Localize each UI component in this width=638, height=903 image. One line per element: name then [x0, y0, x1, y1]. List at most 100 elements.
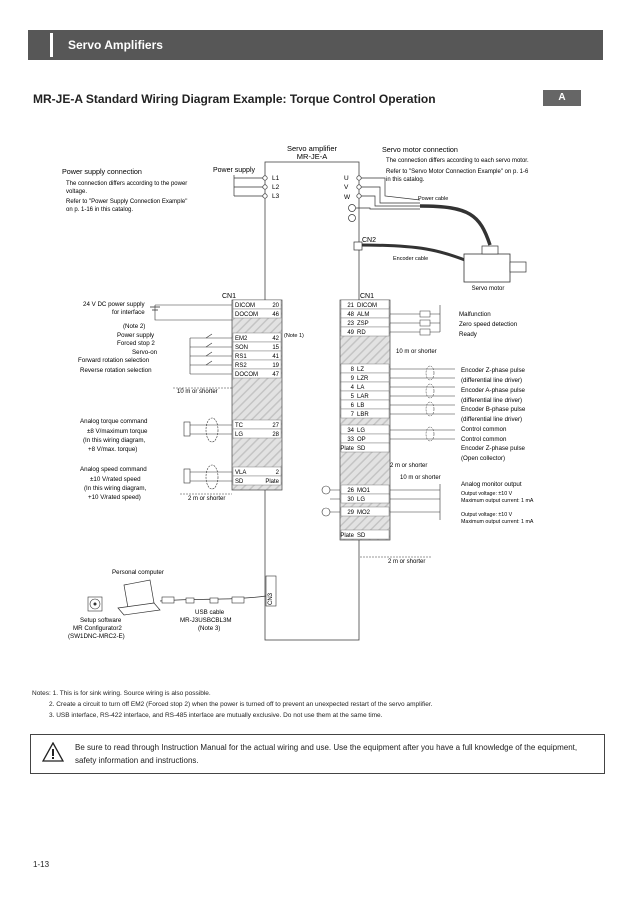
cn1-left-pin: RS2 19 [232, 359, 282, 370]
motor-conn-desc2: Refer to "Servo Motor Connection Example… [386, 169, 529, 175]
pin-number: 21 [347, 303, 354, 309]
two-m-right-2: 2 m or shorter [388, 559, 425, 565]
motor-conn-title: Servo motor connection [382, 145, 458, 154]
pin-number: 8 [351, 367, 355, 373]
enc-b-1: Encoder B-phase pulse [461, 406, 526, 413]
pin-signal: SD [357, 446, 366, 452]
pin-signal: LG [357, 428, 365, 434]
pin-number: 49 [347, 330, 354, 336]
pin-signal: DOCOM [235, 312, 258, 318]
pin-signal: DOCOM [235, 372, 258, 378]
pin-number: 30 [347, 497, 354, 503]
note1-label: (Note 1) [284, 333, 304, 339]
note2-label: (Note 2) [123, 323, 145, 330]
disc-icon [87, 596, 103, 612]
pin-signal: MO1 [357, 488, 371, 494]
enc-b-2: (differential line driver) [461, 416, 522, 423]
pin-signal: RS2 [235, 363, 247, 369]
pin-number: 7 [351, 412, 355, 418]
speed-cmd-2: ±10 V/rated speed [90, 476, 141, 483]
torque-cmd-4: +8 V/max. torque) [88, 446, 137, 453]
torque-cmd-2: ±8 V/maximum torque [87, 428, 148, 435]
fwd-sel-label: Forward rotation selection [78, 357, 150, 364]
pin-number: Plate [340, 446, 354, 452]
note-2: 2. Create a circuit to turn off EM2 (For… [49, 701, 433, 708]
laptop-icon [117, 579, 161, 616]
pin-number: 33 [347, 437, 354, 443]
encoder-cable [358, 243, 471, 264]
pin-number: 6 [351, 403, 355, 409]
terminal-U: U [344, 175, 349, 182]
pin-number: 15 [272, 345, 279, 351]
cn1-left-box [231, 299, 283, 491]
ctrl-common-1: Control common [461, 426, 507, 433]
pin-number: 20 [272, 303, 279, 309]
page-number: 1-13 [33, 860, 50, 869]
amp-title: Servo amplifier [287, 144, 338, 153]
pin-signal: LAR [357, 394, 369, 400]
malfunction-label: Malfunction [459, 311, 491, 318]
psu-conn-title: Power supply connection [62, 167, 142, 176]
pin-number: 46 [272, 312, 279, 318]
ten-m-right: 10 m or shorter [396, 349, 437, 355]
cn1-left-pin: DOCOM 47 [232, 368, 282, 379]
section-title: Servo Amplifiers [68, 38, 163, 52]
pin-signal: ZSP [357, 321, 369, 327]
pin-signal: ALM [357, 312, 369, 318]
setup-2: MR Configurator2 [73, 625, 122, 632]
psu-desc-4: on p. 1-16 in this catalog. [66, 207, 133, 213]
servo-on-label: Servo-on [132, 349, 158, 356]
pin-number: 29 [347, 510, 354, 516]
power-supply-label: Power supply [213, 167, 256, 174]
motor-conn-desc1: The connection differs according to each… [386, 158, 529, 164]
pin-signal: LBR [357, 412, 369, 418]
caution-box: Be sure to read through Instruction Manu… [30, 734, 605, 774]
cn1-left-label: CN1 [222, 293, 236, 300]
pin-number: 19 [272, 363, 279, 369]
cn3-connector [265, 575, 277, 607]
enc-z-oc-2: (Open collector) [461, 455, 505, 462]
psu-desc-1: The connection differs according to the … [66, 181, 187, 187]
rev-sel-label: Reverse rotation selection [80, 367, 152, 374]
pin-number: 9 [351, 376, 355, 382]
speed-cmd-1: Analog speed command [80, 466, 147, 473]
torque-cmd-3: (In this wiring diagram, [83, 437, 146, 444]
page-title: MR-JE-A Standard Wiring Diagram Example:… [33, 92, 436, 106]
enc-z-2: (differential line driver) [461, 377, 522, 384]
pin-signal: SD [357, 533, 366, 539]
terminal-W: W [344, 194, 351, 201]
enc-z-oc-1: Encoder Z-phase pulse [461, 445, 526, 452]
pin-signal: LZR [357, 376, 369, 382]
pin-signal: DICOM [357, 303, 377, 309]
terminal-V: V [344, 184, 349, 191]
two-m-right-1: 2 m or shorter [390, 463, 427, 469]
enc-a-1: Encoder A-phase pulse [461, 387, 526, 394]
pin-signal: LB [357, 403, 364, 409]
note2-ps-label: Power supply [117, 332, 155, 339]
amp-model: MR-JE-A [297, 152, 327, 161]
cn1-right-label: CN1 [360, 293, 374, 300]
cn3-label: CN3 [268, 592, 274, 605]
pin-number: 47 [272, 372, 279, 378]
usb-1: USB cable [195, 609, 225, 616]
pin-number: 4 [351, 385, 355, 391]
pin-number: 23 [347, 321, 354, 327]
setup-3: (SW1DNC-MRC2-E) [68, 633, 125, 640]
psu-desc-3: Refer to "Power Supply Connection Exampl… [66, 199, 187, 205]
header-stripe [50, 33, 53, 57]
caution-text: Be sure to read through Instruction Manu… [75, 743, 578, 765]
out-v-1: Output voltage: ±10 V [461, 491, 513, 497]
two-m-left: 2 m or shorter [188, 496, 225, 502]
ten-m-right-2: 10 m or shorter [400, 475, 441, 481]
